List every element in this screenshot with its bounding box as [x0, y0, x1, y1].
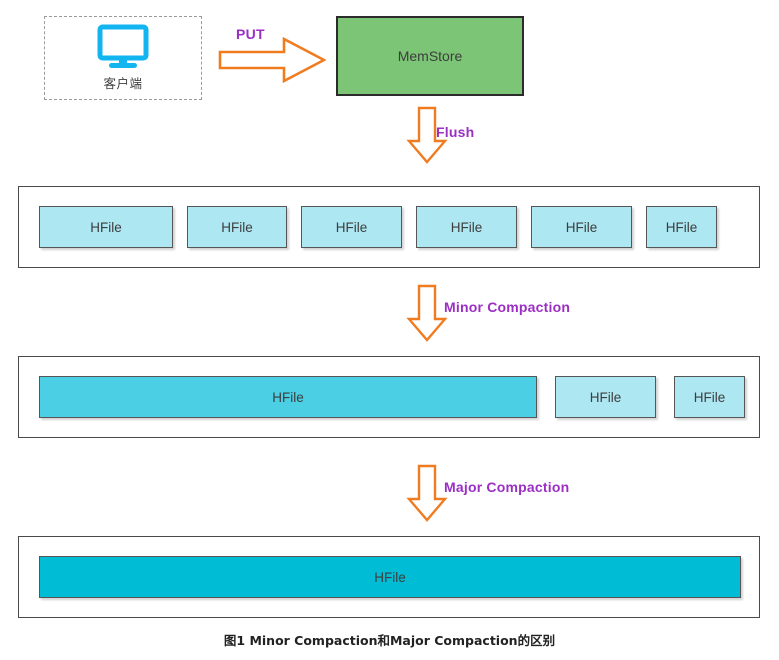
hfile-label: HFile — [221, 219, 253, 235]
arrow-down-icon-minor — [406, 284, 448, 342]
hfile-label: HFile — [335, 219, 368, 235]
arrow-right-icon — [218, 36, 327, 84]
hfile-label: HFile — [665, 219, 698, 235]
memstore-label: MemStore — [397, 48, 463, 64]
hfile-box: HFile — [39, 206, 173, 248]
hfile-row-flushed: HFile HFile HFile HFile HFile HFile — [18, 186, 760, 268]
hfile-row-major-compacted: HFile — [18, 536, 760, 618]
hfile-label: HFile — [450, 219, 483, 235]
client-box: 客户端 — [44, 16, 202, 100]
arrow-down-icon-flush — [406, 106, 448, 164]
hfile-box-merged: HFile — [39, 556, 741, 598]
arrow-down-icon-major — [406, 464, 448, 522]
client-label: 客户端 — [103, 76, 143, 91]
flush-label: Flush — [436, 124, 475, 140]
hfile-label: HFile — [693, 389, 726, 405]
hfile-label: HFile — [272, 389, 304, 405]
figure-caption: 图1 Minor Compaction和Major Compaction的区别 — [223, 633, 556, 648]
monitor-icon — [96, 24, 150, 70]
hfile-box: HFile — [531, 206, 632, 248]
hfile-label: HFile — [90, 219, 122, 235]
memstore-box: MemStore — [336, 16, 524, 96]
hfile-label: HFile — [374, 569, 406, 585]
hfile-box: HFile — [674, 376, 745, 418]
put-label: PUT — [236, 26, 265, 42]
hfile-box: HFile — [646, 206, 717, 248]
hfile-row-minor-compacted: HFile HFile HFile — [18, 356, 760, 438]
hfile-box: HFile — [555, 376, 656, 418]
hfile-box: HFile — [416, 206, 517, 248]
hfile-box: HFile — [301, 206, 402, 248]
hfile-box-merged: HFile — [39, 376, 537, 418]
hfile-label: HFile — [565, 219, 598, 235]
major-compaction-label: Major Compaction — [444, 479, 570, 495]
minor-compaction-label: Minor Compaction — [444, 299, 571, 315]
hfile-box: HFile — [187, 206, 287, 248]
hfile-label: HFile — [589, 389, 622, 405]
